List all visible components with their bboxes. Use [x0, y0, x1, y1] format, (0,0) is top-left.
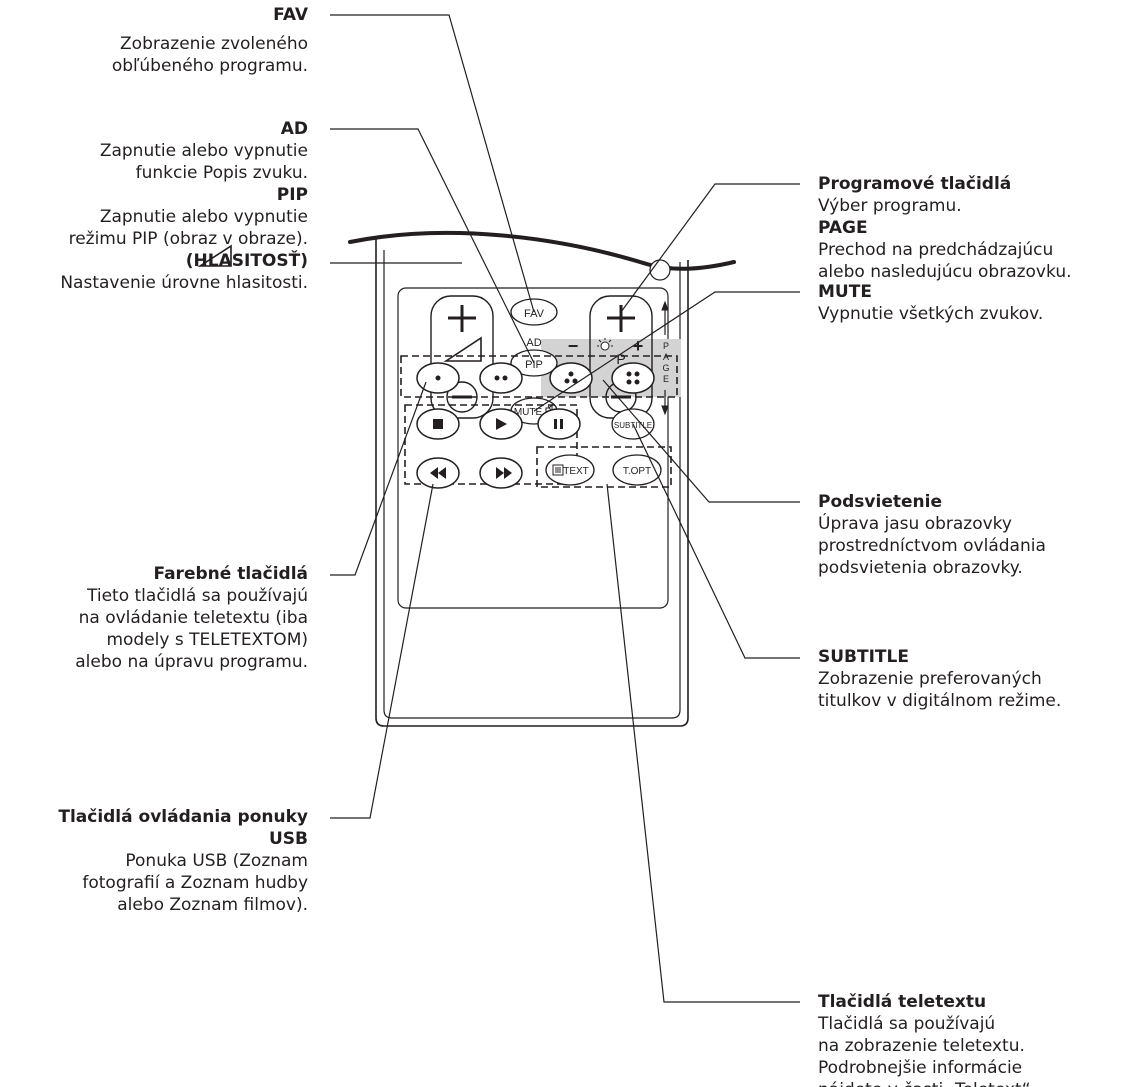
label-mute: MUTE Vypnutie všetkých zvukov.	[818, 281, 1128, 325]
label-usb: Tlačidlá ovládania ponuky USB Ponuka USB…	[10, 806, 308, 916]
label-teletext-title: Tlačidlá teletextu	[818, 992, 987, 1012]
page-arrow-icon	[661, 300, 669, 416]
label-subtitle-title: SUBTITLE	[818, 647, 909, 667]
text-icon	[552, 464, 564, 476]
text-button-label: TEXT	[563, 466, 589, 477]
label-ad-title: AD	[280, 119, 308, 139]
sun-icon	[597, 338, 613, 351]
subtitle-button-label: SUBTITLE	[614, 421, 652, 430]
ad-button-label: AD	[526, 337, 541, 349]
label-color-title: Farebné tlačidlá	[153, 564, 308, 584]
remote-body	[348, 230, 736, 727]
label-color-desc: Tieto tlačidlá sa používajú na ovládanie…	[75, 586, 308, 672]
color-button-2[interactable]	[479, 362, 523, 394]
label-ad-desc: Zapnutie alebo vypnutie funkcie Popis zv…	[99, 141, 308, 183]
pause-button[interactable]	[537, 408, 581, 440]
label-program-desc: Výber programu.	[818, 196, 962, 216]
topt-button[interactable]	[612, 454, 662, 486]
label-fav-desc: Zobrazenie zvoleného obľúbeného programu…	[111, 34, 308, 76]
volume-rocker[interactable]	[430, 295, 494, 419]
color-button-3[interactable]	[549, 362, 593, 394]
stop-icon	[433, 419, 443, 429]
label-pip-title: PIP	[276, 185, 308, 205]
page-letter-e: E	[663, 374, 669, 384]
label-color-buttons: Farebné tlačidlá Tieto tlačidlá sa použí…	[10, 563, 308, 673]
volume-triangle-icon	[197, 244, 232, 267]
label-backlight-title: Podsvietenie	[818, 492, 942, 512]
label-fav-title: FAV	[273, 5, 308, 25]
backlight-plus: +	[633, 336, 644, 356]
page-letter-p: P	[663, 341, 669, 351]
pip-button-label: PIP	[525, 359, 543, 371]
label-volume-desc: Nastavenie úrovne hlasitosti.	[60, 273, 308, 293]
color-button-4[interactable]	[611, 362, 655, 394]
color-buttons-group	[400, 355, 678, 398]
label-teletext-desc: Tlačidlá sa používajú na zobrazenie tele…	[818, 1014, 1036, 1087]
label-ad: AD Zapnutie alebo vypnutie funkcie Popis…	[10, 118, 308, 184]
program-p-label: P	[616, 351, 625, 367]
pause-icon	[554, 419, 557, 429]
label-fav: FAV Zobrazenie zvoleného obľúbeného prog…	[10, 4, 308, 77]
fav-button-label: FAV	[524, 308, 545, 320]
rewind-icon	[430, 467, 438, 479]
leader-lines	[330, 14, 800, 1003]
label-volume: (HLASITOSŤ) Nastavenie úrovne hlasitosti…	[10, 250, 308, 294]
label-mute-desc: Vypnutie všetkých zvukov.	[818, 304, 1044, 324]
page-letter-a: A	[663, 352, 669, 362]
teletext-buttons-group	[536, 446, 672, 488]
label-subtitle: SUBTITLE Zobrazenie preferovaných titulk…	[818, 646, 1128, 712]
label-teletext: Tlačidlá teletextu Tlačidlá sa používajú…	[818, 991, 1128, 1087]
label-pip-desc: Zapnutie alebo vypnutie režimu PIP (obra…	[68, 207, 308, 249]
topt-button-label: T.OPT	[623, 466, 651, 477]
fast-forward-icon	[496, 467, 504, 479]
label-page-title: PAGE	[818, 218, 868, 238]
label-volume-title: (HLASITOSŤ)	[185, 251, 308, 271]
play-icon	[496, 418, 507, 430]
label-usb-desc: Ponuka USB (Zoznam fotografií a Zoznam h…	[82, 851, 308, 915]
mute-button-label: MUTE	[514, 407, 543, 418]
label-page-desc: Prechod na predchádzajúcu alebo nasleduj…	[818, 240, 1072, 282]
label-backlight: Podsvietenie Úprava jasu obrazovky prost…	[818, 491, 1128, 579]
color-dots	[435, 371, 640, 385]
label-usb-title: Tlačidlá ovládania ponuky USB	[58, 807, 308, 849]
page-letter-g: G	[662, 363, 669, 373]
label-pip: PIP Zapnutie alebo vypnutie režimu PIP (…	[10, 184, 308, 250]
label-program-title: Programové tlačidlá	[818, 174, 1012, 194]
backlight-minus: −	[568, 336, 579, 356]
label-backlight-desc: Úprava jasu obrazovky prostredníctvom ov…	[818, 514, 1046, 578]
label-program: Programové tlačidlá Výber programu. PAGE…	[818, 173, 1128, 283]
label-mute-title: MUTE	[818, 282, 872, 302]
label-subtitle-desc: Zobrazenie preferovaných titulkov v digi…	[818, 669, 1062, 711]
text-button[interactable]	[545, 454, 595, 486]
